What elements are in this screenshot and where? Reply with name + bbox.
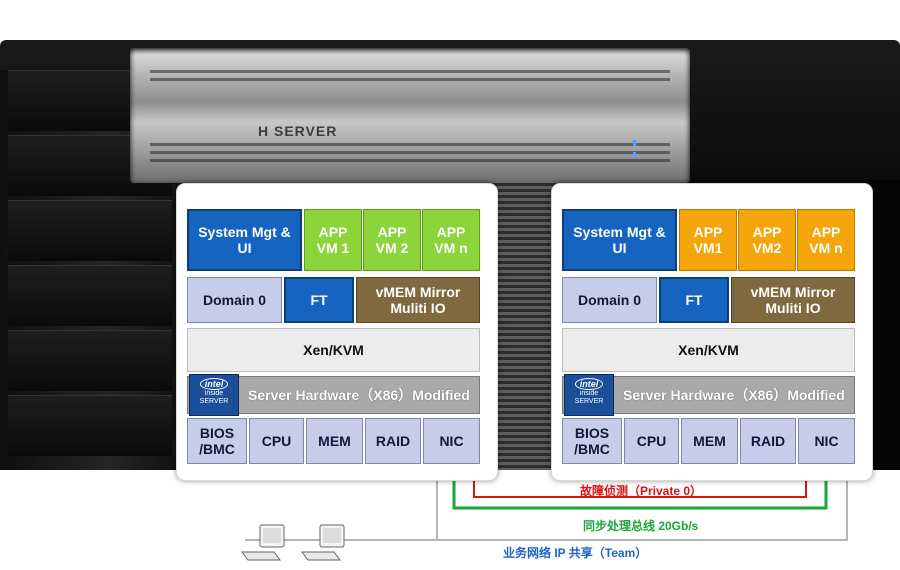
bios-bmc-block: BIOS /BMC <box>187 418 247 464</box>
domain0-block: Domain 0 <box>562 277 657 323</box>
cpu-block: CPU <box>249 418 304 464</box>
nic-block: NIC <box>798 418 855 464</box>
system-mgmt-block: System Mgt & UI <box>187 209 302 271</box>
hypervisor-block: Xen/KVM <box>562 328 855 372</box>
cpu-block: CPU <box>624 418 679 464</box>
mem-block: MEM <box>306 418 363 464</box>
client-pc-icon <box>241 524 285 561</box>
app-vm-n-block: APP VM n <box>797 209 855 271</box>
intel-inside-logo: intel inside SERVER <box>189 374 239 416</box>
client-pc-icon <box>301 524 345 561</box>
node-a-panel: System Mgt & UI APP VM 1 APP VM 2 APP VM… <box>176 183 498 481</box>
domain0-block: Domain 0 <box>187 277 282 323</box>
app-vm-2-block: APP VM 2 <box>363 209 421 271</box>
intel-inside-logo: intel inside SERVER <box>564 374 614 416</box>
app-vm-2-block: APP VM2 <box>738 209 796 271</box>
raid-block: RAID <box>365 418 421 464</box>
ft-block: FT <box>659 277 729 323</box>
private-link-label: 故障侦测（Private 0） <box>580 484 703 498</box>
server-brand-logo: H SERVER <box>258 123 338 139</box>
hypervisor-block: Xen/KVM <box>187 328 480 372</box>
status-led-icon <box>633 140 636 146</box>
vmem-mirror-block: vMEM Mirror Muliti IO <box>731 277 855 323</box>
node-b-panel: System Mgt & UI APP VM1 APP VM2 APP VM n… <box>551 183 873 481</box>
team-network-label: 业务网络 IP 共享（Team） <box>503 546 648 560</box>
status-led-icon <box>633 152 636 158</box>
server-chassis <box>130 48 690 183</box>
bios-bmc-block: BIOS /BMC <box>562 418 622 464</box>
mem-block: MEM <box>681 418 738 464</box>
ft-block: FT <box>284 277 354 323</box>
raid-block: RAID <box>740 418 796 464</box>
nic-block: NIC <box>423 418 480 464</box>
server-vent-grille <box>490 180 560 470</box>
sync-bus-line <box>452 462 828 510</box>
app-vm-1-block: APP VM1 <box>679 209 737 271</box>
app-vm-n-block: APP VM n <box>422 209 480 271</box>
app-vm-1-block: APP VM 1 <box>304 209 362 271</box>
vmem-mirror-block: vMEM Mirror Muliti IO <box>356 277 480 323</box>
system-mgmt-block: System Mgt & UI <box>562 209 677 271</box>
sync-bus-label: 同步处理总线 20Gb/s <box>583 519 699 533</box>
rack-right <box>870 180 900 470</box>
